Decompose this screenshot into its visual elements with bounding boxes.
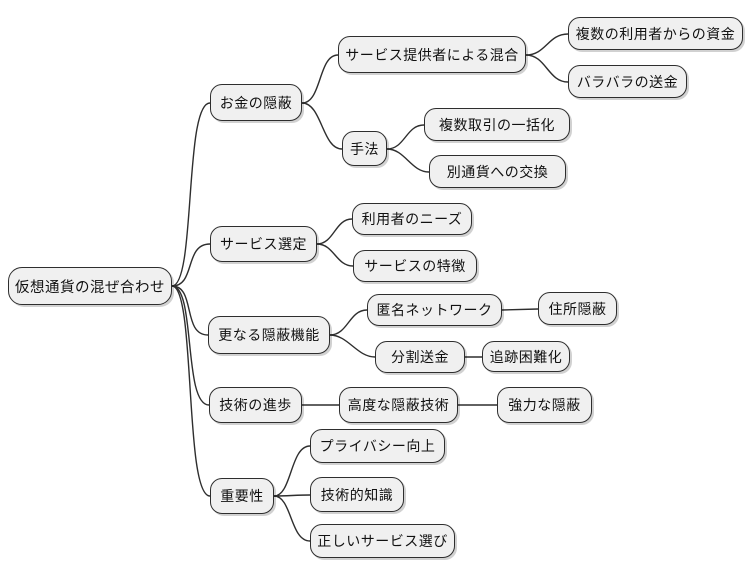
connector-selection-service-features — [316, 243, 354, 267]
node-further-hiding: 更なる隠蔽機能 — [208, 316, 330, 354]
connector-further-split-transfer — [329, 334, 376, 358]
node-tracking-difficulty: 追跡困難化 — [482, 341, 570, 372]
node-money-hiding: お金の隠蔽 — [210, 84, 302, 121]
connector-root-service-selection — [171, 243, 211, 287]
connector-root-importance — [171, 285, 211, 497]
node-mixing-by-provider: サービス提供者による混合 — [338, 36, 526, 73]
node-address-hiding: 住所隠蔽 — [538, 292, 617, 325]
node-importance: 重要性 — [210, 478, 274, 514]
node-strong-hiding: 強力な隠蔽 — [497, 387, 592, 423]
node-anonymous-network: 匿名ネットワーク — [367, 294, 502, 326]
node-split-transfer: 分割送金 — [375, 341, 465, 373]
connector-further-anonymous-network — [329, 309, 368, 336]
connector-importance-knowledge — [273, 494, 311, 497]
connector-selection-user-needs — [316, 218, 353, 245]
node-correct-service-choice: 正しいサービス選び — [310, 524, 455, 558]
node-service-selection: サービス選定 — [210, 226, 317, 262]
node-service-features: サービスの特徴 — [353, 250, 477, 282]
connector-provider-multiple-users — [525, 33, 569, 56]
connector-money-provider-mixing — [301, 54, 339, 104]
node-currency-exchange: 別通貨への交換 — [429, 155, 566, 188]
connector-importance-service-choice — [273, 495, 311, 542]
connector-method-batch — [386, 124, 425, 150]
node-funds-multiple-users: 複数の利用者からの資金 — [568, 17, 743, 50]
connector-provider-scattered-transfers — [525, 54, 569, 83]
connector-money-method — [301, 102, 343, 150]
node-technical-knowledge: 技術的知識 — [310, 477, 404, 512]
node-batch-transactions: 複数取引の一括化 — [424, 108, 570, 141]
connector-root-further-hiding — [171, 285, 209, 336]
connector-importance-privacy — [273, 445, 311, 497]
node-advanced-hiding-tech: 高度な隠蔽技術 — [339, 387, 458, 423]
connector-network-address-hiding — [501, 308, 539, 311]
node-user-needs: 利用者のニーズ — [352, 203, 472, 235]
connector-root-money-hiding — [171, 102, 211, 287]
connector-method-exchange — [386, 148, 430, 173]
node-root: 仮想通貨の混ぜ合わせ — [8, 267, 172, 305]
node-method: 手法 — [342, 131, 387, 166]
node-privacy-improvement: プライバシー向上 — [310, 429, 445, 463]
connector-root-tech-progress — [171, 285, 210, 406]
node-scattered-transfers: バラバラの送金 — [568, 65, 687, 98]
node-tech-progress: 技術の進歩 — [209, 387, 302, 423]
